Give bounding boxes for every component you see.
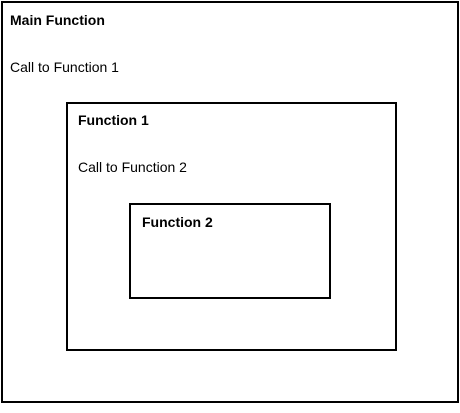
main-function-call-label: Call to Function 1 [10,59,119,75]
function-2-box: Function 2 [129,203,331,299]
function-1-call-label: Call to Function 2 [78,159,187,175]
function-2-title: Function 2 [142,214,213,230]
main-function-title: Main Function [10,12,105,28]
main-function-box: Main Function Call to Function 1 Functio… [1,1,459,403]
function-1-box: Function 1 Call to Function 2 Function 2 [66,102,397,351]
function-1-title: Function 1 [78,112,149,128]
